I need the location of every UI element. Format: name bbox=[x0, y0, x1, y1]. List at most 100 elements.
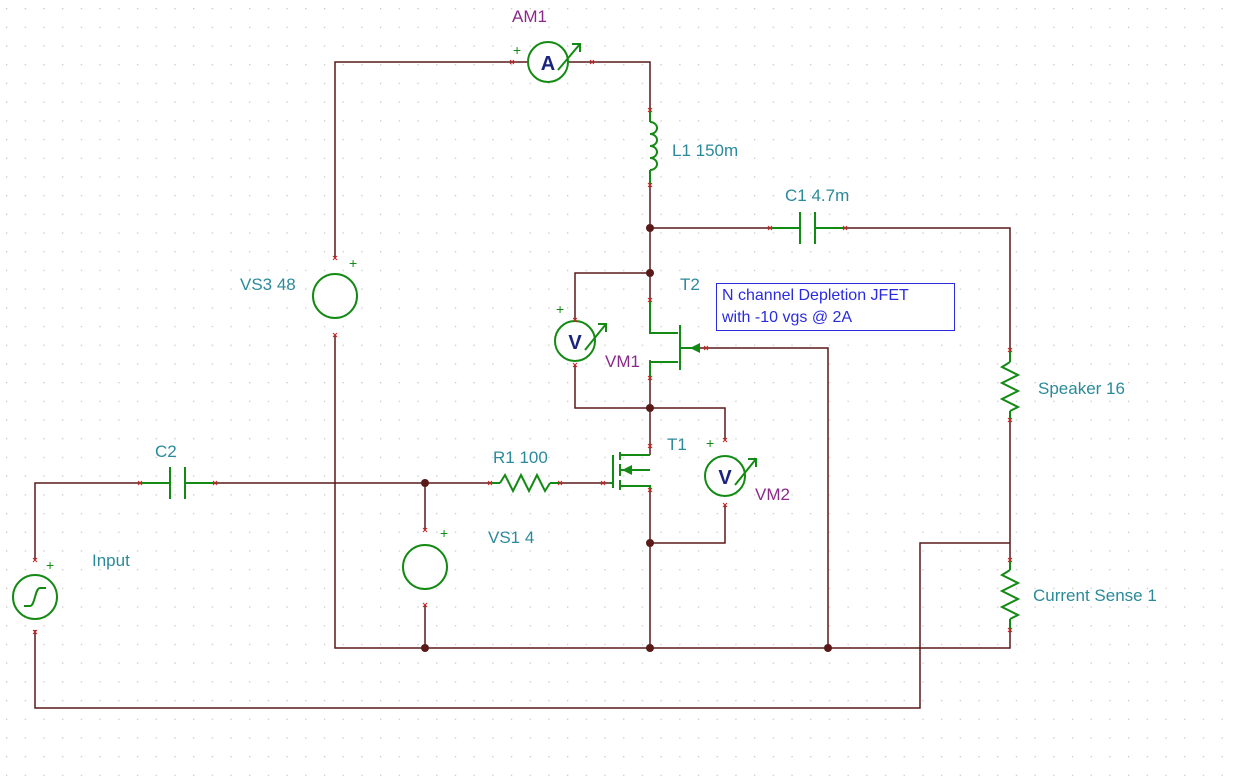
pin-marker bbox=[647, 443, 653, 449]
input-source[interactable]: + Input bbox=[12, 551, 130, 620]
junction-dot bbox=[421, 479, 429, 487]
speaker-label: Speaker 16 bbox=[1038, 379, 1125, 398]
pin-marker bbox=[647, 297, 653, 303]
current-sense-resistor[interactable]: Current Sense 1 bbox=[999, 560, 1157, 630]
wire-vm2-bottom[interactable] bbox=[650, 505, 726, 544]
junction-dot bbox=[824, 644, 832, 652]
pin-marker bbox=[647, 107, 653, 113]
r1-label: R1 100 bbox=[493, 448, 548, 467]
t1-mosfet[interactable]: T1 bbox=[610, 435, 687, 490]
am1-label: AM1 bbox=[512, 7, 547, 26]
pin-marker bbox=[137, 480, 143, 486]
t2-jfet[interactable]: T2 bbox=[649, 275, 700, 378]
junction-dot bbox=[646, 224, 654, 232]
wire-input-to-c2[interactable] bbox=[34, 482, 140, 560]
pin-marker bbox=[1007, 627, 1013, 633]
c1-label: C1 4.7m bbox=[785, 186, 849, 205]
pin-marker bbox=[32, 557, 38, 563]
current-sense-label: Current Sense 1 bbox=[1033, 586, 1157, 605]
junction-dot bbox=[646, 269, 654, 277]
vm1-voltmeter[interactable]: V + VM1 bbox=[554, 301, 640, 371]
wire-ground-bus[interactable] bbox=[334, 335, 1011, 649]
pin-marker bbox=[703, 345, 709, 351]
junction-dot bbox=[421, 644, 429, 652]
resistor-icon bbox=[999, 569, 1021, 620]
pin-marker bbox=[1007, 417, 1013, 423]
pin-marker bbox=[600, 480, 606, 486]
jfet-icon bbox=[649, 300, 678, 334]
plus-sign: + bbox=[46, 557, 54, 573]
pin-marker bbox=[647, 375, 653, 381]
dc-voltage-source-icon bbox=[312, 273, 358, 319]
pin-marker bbox=[722, 437, 728, 443]
t1-label: T1 bbox=[667, 435, 687, 454]
pin-marker bbox=[572, 362, 578, 368]
pin-marker bbox=[647, 182, 653, 188]
plus-sign: + bbox=[706, 435, 714, 451]
vs3-voltage-source[interactable]: + VS3 48 bbox=[240, 255, 358, 319]
junction-dot bbox=[646, 644, 654, 652]
pin-marker bbox=[332, 255, 338, 261]
c1-capacitor[interactable]: C1 4.7m bbox=[770, 186, 849, 244]
pin-marker bbox=[647, 487, 653, 493]
voltmeter-icon bbox=[554, 320, 596, 362]
vm2-letter: V bbox=[718, 467, 732, 489]
vm2-voltmeter[interactable]: V + VM2 bbox=[704, 435, 790, 504]
pin-marker bbox=[332, 332, 338, 338]
pin-marker bbox=[1007, 557, 1013, 563]
dc-voltage-source-icon bbox=[402, 544, 448, 590]
junctions bbox=[421, 224, 832, 652]
wire-vs3-to-am1[interactable] bbox=[334, 61, 530, 258]
pin-marker bbox=[212, 480, 218, 486]
vm2-label: VM2 bbox=[755, 485, 790, 504]
pin-marker bbox=[509, 59, 515, 65]
resistor-icon bbox=[499, 472, 551, 494]
vs3-label: VS3 48 bbox=[240, 275, 296, 294]
vm1-letter: V bbox=[568, 332, 582, 354]
inductor-icon bbox=[649, 121, 658, 171]
l1-label: L1 150m bbox=[672, 141, 738, 160]
resistor-icon bbox=[999, 361, 1021, 412]
t2-label: T2 bbox=[680, 275, 700, 294]
pin-marker bbox=[1007, 347, 1013, 353]
plus-sign: + bbox=[556, 301, 564, 317]
vs1-voltage-source[interactable]: + VS1 4 bbox=[402, 525, 534, 590]
junction-dot bbox=[646, 539, 654, 547]
wire-vm1-top[interactable] bbox=[574, 272, 650, 320]
am1-ammeter[interactable]: A + AM1 bbox=[512, 7, 581, 83]
wire-c1-to-speaker[interactable] bbox=[845, 227, 1011, 350]
pin-markers bbox=[32, 59, 1013, 635]
pin-marker bbox=[767, 225, 773, 231]
vs1-label: VS1 4 bbox=[488, 528, 534, 547]
pin-marker bbox=[32, 629, 38, 635]
note-line-2: with -10 vgs @ 2A bbox=[722, 309, 853, 326]
pin-marker bbox=[722, 502, 728, 508]
voltmeter-icon bbox=[704, 455, 746, 497]
pin-marker bbox=[572, 317, 578, 323]
ammeter-icon bbox=[527, 41, 569, 83]
annotation-note[interactable]: N channel Depletion JFET with -10 vgs @ … bbox=[716, 283, 955, 331]
l1-inductor[interactable]: L1 150m bbox=[649, 110, 738, 185]
pin-marker bbox=[842, 225, 848, 231]
wire-input-return[interactable] bbox=[34, 542, 1010, 709]
pin-marker bbox=[589, 59, 595, 65]
note-line-1: N channel Depletion JFET bbox=[722, 287, 909, 304]
pin-marker bbox=[422, 602, 428, 608]
plus-sign: + bbox=[513, 42, 521, 58]
plus-sign: + bbox=[349, 255, 357, 271]
plus-sign: + bbox=[440, 525, 448, 541]
vm1-label: VM1 bbox=[605, 352, 640, 371]
am1-letter: A bbox=[541, 53, 555, 75]
pin-marker bbox=[422, 527, 428, 533]
c2-capacitor[interactable]: C2 bbox=[140, 442, 215, 499]
wire-am1-to-l1[interactable] bbox=[566, 61, 651, 110]
pin-marker bbox=[487, 480, 493, 486]
junction-dot bbox=[646, 404, 654, 412]
r1-resistor[interactable]: R1 100 bbox=[490, 448, 560, 494]
pin-marker bbox=[557, 480, 563, 486]
c2-label: C2 bbox=[155, 442, 177, 461]
wire-t2-gate-return[interactable] bbox=[700, 347, 829, 648]
speaker-resistor[interactable]: Speaker 16 bbox=[999, 350, 1125, 420]
